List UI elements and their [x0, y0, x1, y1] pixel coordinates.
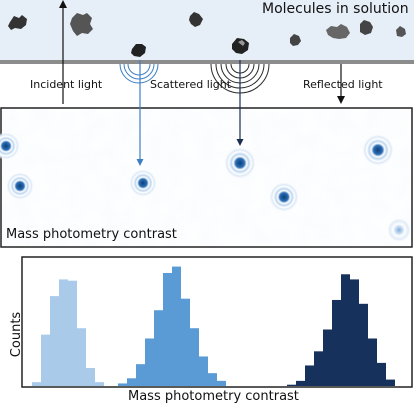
- molecule: [326, 24, 350, 39]
- scatter-projection-right: [236, 60, 244, 146]
- histogram-x-label: Mass photometry contrast: [128, 389, 299, 404]
- histogram-y-label: Counts: [9, 311, 25, 358]
- histogram-bar: [59, 279, 68, 386]
- histogram-bar: [323, 329, 332, 386]
- molecule: [8, 15, 27, 30]
- molecule: [238, 40, 245, 46]
- histogram-bar: [50, 296, 59, 386]
- histogram-bar: [41, 334, 50, 386]
- histogram-bar: [190, 328, 199, 386]
- incident-light-arrow: [59, 0, 67, 104]
- contrast-spot: [362, 134, 394, 166]
- molecule: [131, 44, 146, 57]
- contrast-spot: [6, 172, 34, 200]
- histogram-bar: [217, 380, 226, 386]
- reflected-light-arrow: [337, 64, 345, 104]
- contrast-spot: [269, 182, 299, 212]
- histogram-bar: [163, 272, 172, 386]
- histogram-bar: [199, 356, 208, 386]
- histogram-bar: [172, 266, 181, 386]
- reflected-light-label: Reflected light: [303, 78, 383, 91]
- molecule: [232, 38, 249, 54]
- histogram-bar: [386, 379, 395, 386]
- contrast-spot: [0, 132, 20, 160]
- histogram-bar: [305, 365, 314, 386]
- incident-light-label: Incident light: [30, 78, 103, 91]
- histogram-bar: [359, 303, 368, 386]
- glass-surface: [0, 60, 414, 64]
- histogram-bar: [77, 328, 86, 386]
- scattered-light-label: Scattered light: [150, 78, 232, 91]
- contrast-spot: [129, 169, 157, 197]
- scatter-waves-left: [119, 63, 159, 84]
- histogram-bar: [136, 364, 145, 386]
- molecule: [189, 12, 203, 27]
- histogram-bar: [314, 351, 323, 386]
- histogram-bar: [368, 338, 377, 386]
- histogram-bar: [127, 378, 136, 386]
- histogram-bar: [86, 368, 95, 386]
- solution-title: Molecules in solution: [262, 1, 409, 17]
- histogram-bar: [341, 274, 350, 386]
- contrast-image-panel: [0, 107, 413, 248]
- molecules: [8, 12, 406, 57]
- histogram-bar: [154, 310, 163, 386]
- molecule: [396, 26, 406, 37]
- histogram-bar: [377, 362, 386, 386]
- scatter-projection-left: [136, 60, 144, 166]
- histogram-bars: [32, 266, 395, 386]
- molecule: [70, 13, 93, 36]
- histogram-bar: [181, 298, 190, 386]
- histogram-bar: [95, 382, 104, 386]
- image-caption: Mass photometry contrast: [6, 227, 177, 242]
- histogram-bar: [32, 382, 41, 386]
- contrast-spot: [224, 147, 256, 179]
- contrast-spot: [387, 218, 411, 242]
- histogram-bar: [287, 384, 296, 386]
- molecule: [290, 34, 301, 46]
- histogram-bar: [350, 279, 359, 386]
- histogram-bar: [296, 380, 305, 386]
- histogram-bar: [118, 383, 127, 386]
- histogram-bar: [68, 280, 77, 386]
- molecule: [360, 20, 373, 35]
- histogram-bar: [208, 373, 217, 386]
- histogram-bar: [145, 338, 154, 386]
- histogram-bar: [332, 299, 341, 386]
